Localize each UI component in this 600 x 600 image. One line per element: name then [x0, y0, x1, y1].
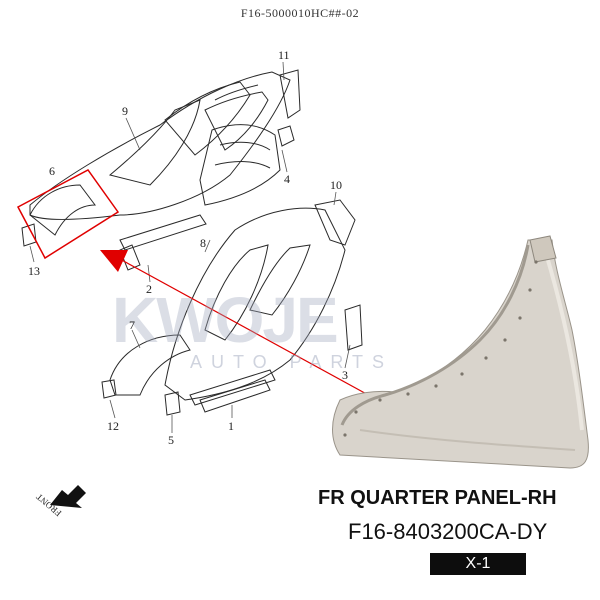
part-3-patch — [344, 304, 363, 351]
callout-2: 2 — [146, 282, 152, 296]
callout-8: 8 — [200, 236, 206, 250]
part-4-inner-panel — [199, 124, 281, 206]
callout-6: 6 — [49, 164, 55, 178]
part-7-fender — [109, 334, 191, 396]
drawing-code: F16-5000010HC##-02 — [240, 6, 360, 20]
part-10-bracket — [314, 199, 356, 246]
callout-5: 5 — [168, 433, 174, 447]
highlight-box-part-6 — [16, 169, 120, 260]
callout-7: 7 — [129, 318, 135, 332]
front-arrow-icon — [50, 485, 86, 508]
part-name: FR QUARTER PANEL-RH — [318, 487, 557, 509]
callout-4: 4 — [284, 172, 290, 186]
position-badge: X-1 — [430, 553, 526, 575]
callout-9: 9 — [122, 104, 128, 118]
callout-12: 12 — [107, 419, 119, 433]
watermark-brand: KWOJE — [112, 284, 339, 356]
callout-13: 13 — [28, 264, 40, 278]
part-1-rail — [199, 379, 271, 413]
callout-1: 1 — [228, 419, 234, 433]
part-11-bracket — [277, 69, 301, 147]
part-5-bracket — [164, 391, 181, 416]
callout-11: 11 — [278, 48, 290, 62]
quarter-panel-illustration — [332, 235, 589, 469]
pointer-arrow — [100, 250, 373, 398]
callout-3: 3 — [342, 368, 348, 382]
part-8-body-side-lower — [164, 207, 346, 406]
part-12-bracket — [101, 379, 117, 399]
part-2-sill — [119, 214, 207, 271]
watermark-subtitle: AUTO PARTS — [190, 352, 394, 372]
part-9-body-side-outer — [29, 71, 291, 220]
callout-10: 10 — [330, 178, 342, 192]
part-number: F16-8403200CA-DY — [348, 519, 548, 544]
